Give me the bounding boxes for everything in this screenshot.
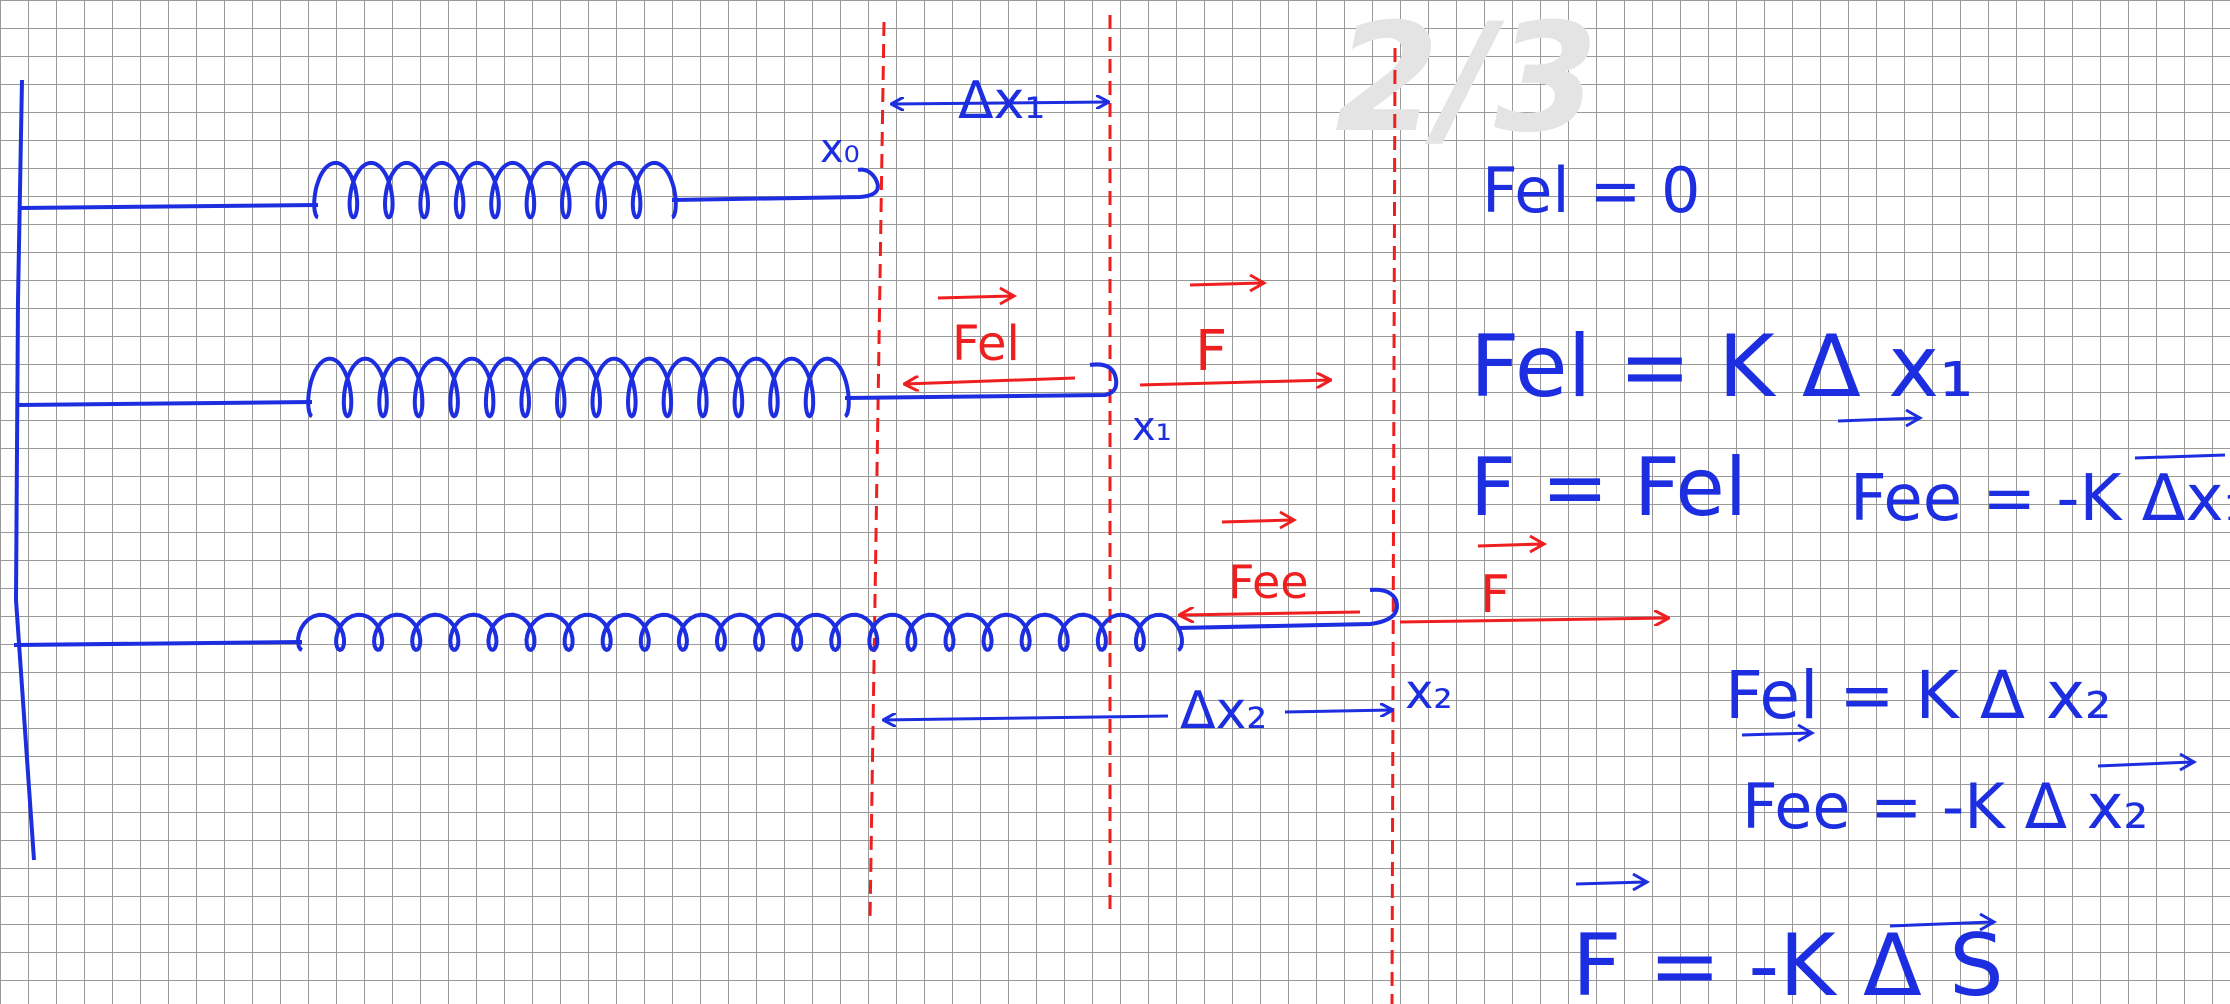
equation-fee-vector-dx2: Fee = -K Δ x₂	[1742, 770, 2148, 843]
dx2-label: Δx₂	[1180, 681, 1267, 741]
reference-lines	[868, 15, 1397, 1004]
springs	[296, 160, 1184, 653]
page-marker: 2/3	[1335, 0, 1599, 166]
f-force-arrow-row2	[1139, 380, 1330, 385]
dx2-arrow-right	[1284, 710, 1392, 712]
f-vector-label-row2: F	[1195, 319, 1227, 384]
spring-2-coil	[306, 356, 851, 419]
spring-1-coil	[312, 160, 678, 220]
x0-reference-line	[868, 21, 886, 921]
equation-fel-k-dx1: Fel = K Δ x₁	[1470, 317, 1974, 417]
fel-vector-label-row3: Fee	[1228, 555, 1309, 609]
equation-fee-vector-dx1: Fee = -K Δx₁	[1850, 462, 2230, 536]
x1-label: x₁	[1132, 404, 1172, 450]
f-force-arrow-row3	[1399, 618, 1668, 622]
spring-3-coil	[296, 612, 1184, 653]
fel-force-arrow-row3	[1180, 612, 1361, 615]
x0-label: x₀	[820, 126, 860, 172]
vector-overbars	[937, 273, 2226, 932]
wall	[13, 79, 36, 861]
x2-label: x₂	[1405, 664, 1453, 720]
equation-fel-zero: Fel = 0	[1482, 154, 1700, 227]
dx1-arrow	[892, 102, 1108, 104]
spring-1-rod	[19, 167, 880, 210]
x2-reference-line	[1390, 47, 1397, 1004]
fel-vector-label-row2: Fel	[952, 316, 1020, 372]
fel-force-arrow-row2	[905, 378, 1076, 384]
spring-2-rod	[17, 362, 1119, 407]
equation-fel-k-dx2: Fel = K Δ x₂	[1725, 657, 2111, 734]
spring-3-rod	[13, 587, 1399, 647]
equation-f-equals-fel: F = Fel	[1470, 441, 1747, 534]
dx2-arrow-left	[884, 716, 1169, 720]
f-vector-label-row3: F	[1480, 565, 1510, 625]
equation-f-k-ds: F = -K Δ S	[1572, 916, 2004, 1004]
dx1-label: Δx₁	[958, 71, 1045, 131]
